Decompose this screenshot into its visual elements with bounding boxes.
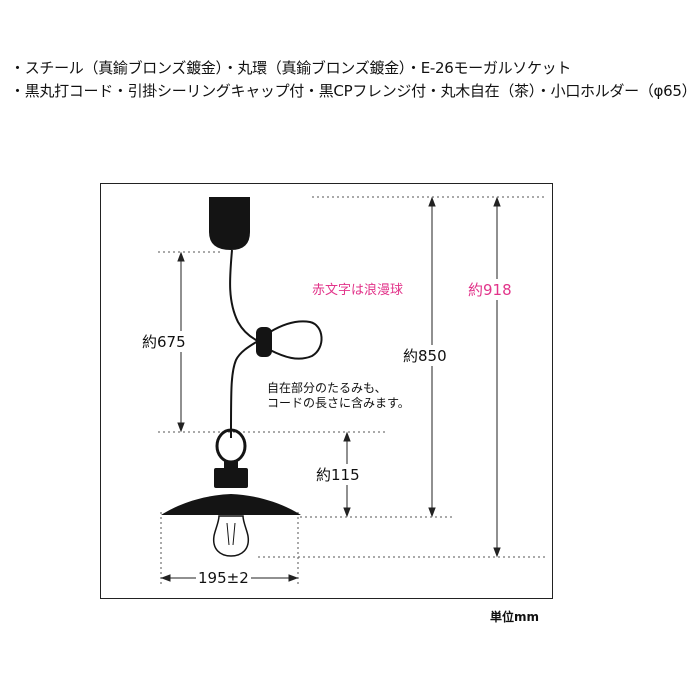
total-length-label: 約918 [468,279,512,300]
spec-line-2: ・黒丸打コード・引掛シーリングキャップ付・黒CPフレンジ付・丸木自在（茶）・小口… [10,82,697,100]
socket-holder [214,468,248,488]
adjuster-note-line-2: コードの長さに含みます。 [267,396,410,410]
bulb-filament [226,522,236,546]
length-to-shade-label: 約850 [403,345,447,366]
cord-lower [230,340,259,438]
diagram-frame [100,183,553,599]
lamp [161,197,323,557]
adjuster-note: 自在部分のたるみも、 コードの長さに含みます。 [267,381,410,411]
unit-label: 単位mm [490,610,540,624]
shade-width-label: 195±2 [196,569,251,587]
adjuster-note-line-1: 自在部分のたるみも、 [267,381,387,395]
cord-adjuster [256,327,272,357]
cord-slack-loop [269,320,323,360]
bulb [212,515,250,557]
ceiling-cap [209,197,250,250]
shade-height-label: 約115 [316,464,360,485]
lamp-shade [161,494,301,515]
guide-lines [158,196,545,585]
cord-length-label: 約675 [142,331,186,352]
ring-joint [224,461,238,469]
spec-line-1: ・スチール（真鍮ブロンズ鍍金）・丸環（真鍮ブロンズ鍍金）・E-26モーガルソケッ… [10,59,572,77]
cord-upper [229,249,259,342]
red-text-legend: 赤文字は浪漫球 [312,279,404,298]
